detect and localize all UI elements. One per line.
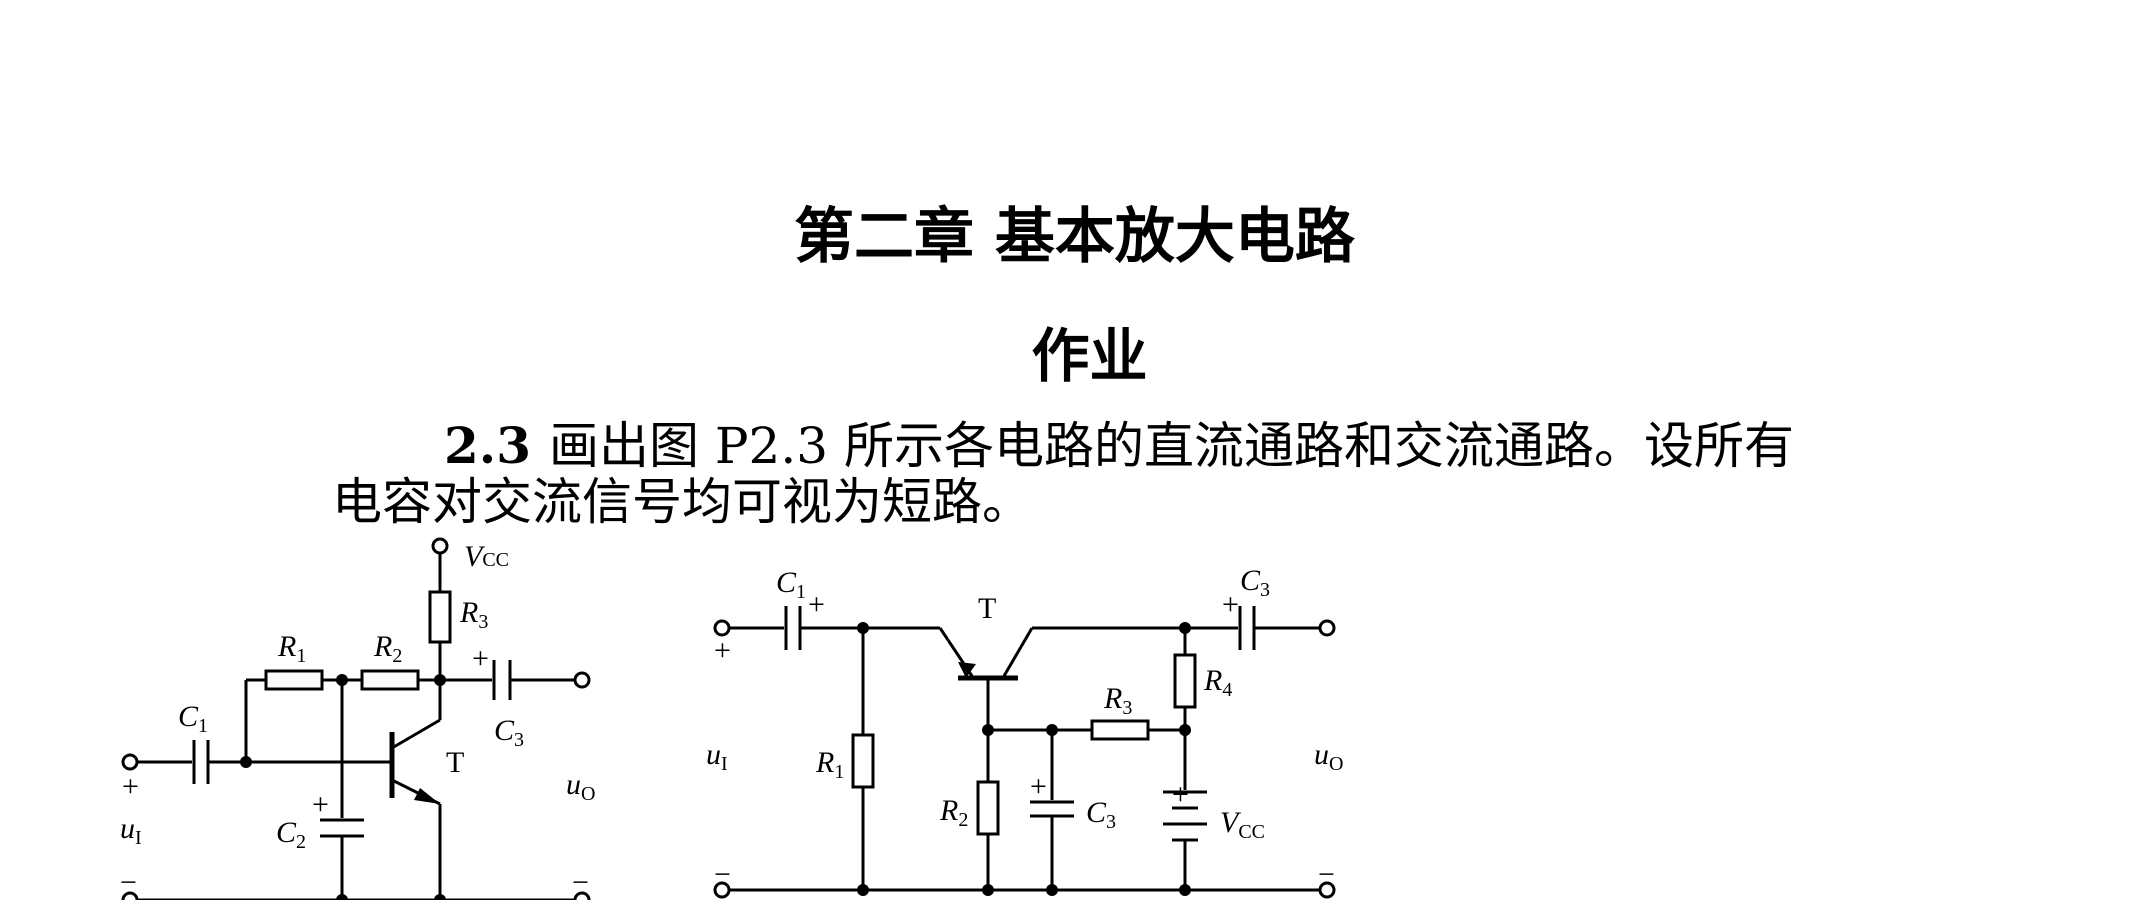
problem-text-2: 电容对交流信号均可视为短路。 [332, 473, 1032, 531]
circuit-a-r1 [264, 669, 324, 691]
circuit-a-output-minus: − [572, 866, 589, 899]
circuit-a-ground-right [573, 891, 591, 900]
circuit-a-r2 [360, 669, 420, 691]
circuit-b-ui-label: uI [706, 738, 728, 775]
circuit-a-vcc-terminal [431, 537, 449, 555]
circuit-b-input-plus: + [714, 634, 731, 667]
problem-statement: 2.3 画出图 P2.3 所示各电路的直流通路和交流通路。设所有 电容对交流信号均… [332, 416, 1892, 531]
circuit-a-c2-label: C2 [276, 816, 306, 853]
circuit-a-vcc-label: VCC [464, 540, 509, 573]
circuit-a-emitter-arrow [414, 788, 440, 804]
circuit-b-uo-label: uO [1314, 738, 1343, 775]
circuit-b-r2 [976, 780, 1000, 836]
circuit-a-uo-label: uO [566, 768, 595, 805]
circuit-b-c1-label: C1 [776, 566, 806, 603]
circuit-a-c2-plus: + [312, 788, 329, 821]
circuit-a-c1-label: C1 [178, 700, 208, 737]
circuit-a-ui-label: uI [120, 812, 142, 849]
circuit-a-input-plus: + [122, 770, 139, 803]
circuit-b-input-terminal [713, 619, 731, 637]
circuit-a-r2-label: R2 [373, 630, 402, 667]
circuit-b-r4-label: R4 [1203, 664, 1232, 701]
problem-line-1: 2.3 画出图 P2.3 所示各电路的直流通路和交流通路。设所有 [332, 416, 1892, 475]
circuit-a-ground-left [121, 891, 139, 900]
circuit-a-nodes [240, 674, 446, 900]
problem-text-1: 画出图 P2.3 所示各电路的直流通路和交流通路。设所有 [549, 417, 1794, 475]
circuit-b-r1 [851, 733, 875, 789]
circuit-b-c1-plus: + [808, 588, 825, 621]
problem-line-2: 电容对交流信号均可视为短路。 [332, 474, 1892, 530]
problem-number: 2.3 [444, 416, 531, 475]
circuit-b-r2-label: R2 [939, 794, 968, 831]
circuit-b-input-minus: − [714, 858, 731, 891]
circuit-b-emitter-arrow [958, 662, 976, 678]
circuit-a-output-terminal [573, 671, 591, 689]
circuit-a-r1-label: R1 [277, 630, 306, 667]
circuit-a-c3-plus: + [472, 642, 489, 675]
circuit-a-input-minus: − [120, 866, 137, 899]
circuit-b-output-terminal [1318, 619, 1336, 637]
circuit-b-c3out-plus: + [1222, 588, 1239, 621]
circuit-b-nodes [857, 622, 1191, 896]
circuit-b-r4 [1173, 653, 1197, 709]
circuit-a-input-terminal [121, 753, 139, 771]
circuit-b-c3-plus: + [1030, 770, 1047, 803]
section-title: 作业 [1031, 322, 1148, 390]
chapter-title: 第二章 基本放大电路 [794, 202, 1355, 272]
circuit-b-vcc-plus: + [1172, 778, 1189, 811]
circuit-a-transistor-label: T [446, 746, 464, 779]
circuit-b-c3out-label: C3 [1240, 564, 1270, 601]
circuit-b-c3-label: C3 [1086, 796, 1116, 833]
circuit-a-c3-label: C3 [494, 714, 524, 751]
circuit-b [713, 606, 1336, 899]
circuit-b-r3 [1090, 719, 1150, 741]
circuit-b-transistor-label: T [978, 592, 996, 625]
circuit-b-ground-right [1318, 881, 1336, 899]
circuit-a-r3 [428, 590, 452, 644]
circuit-a-r3-label: R3 [459, 596, 488, 633]
circuit-b-r1-label: R1 [815, 746, 844, 783]
circuit-b-vcc-label: VCC [1220, 806, 1265, 843]
circuit-b-output-minus: − [1318, 858, 1335, 891]
circuit-b-r3-label: R3 [1103, 682, 1132, 719]
